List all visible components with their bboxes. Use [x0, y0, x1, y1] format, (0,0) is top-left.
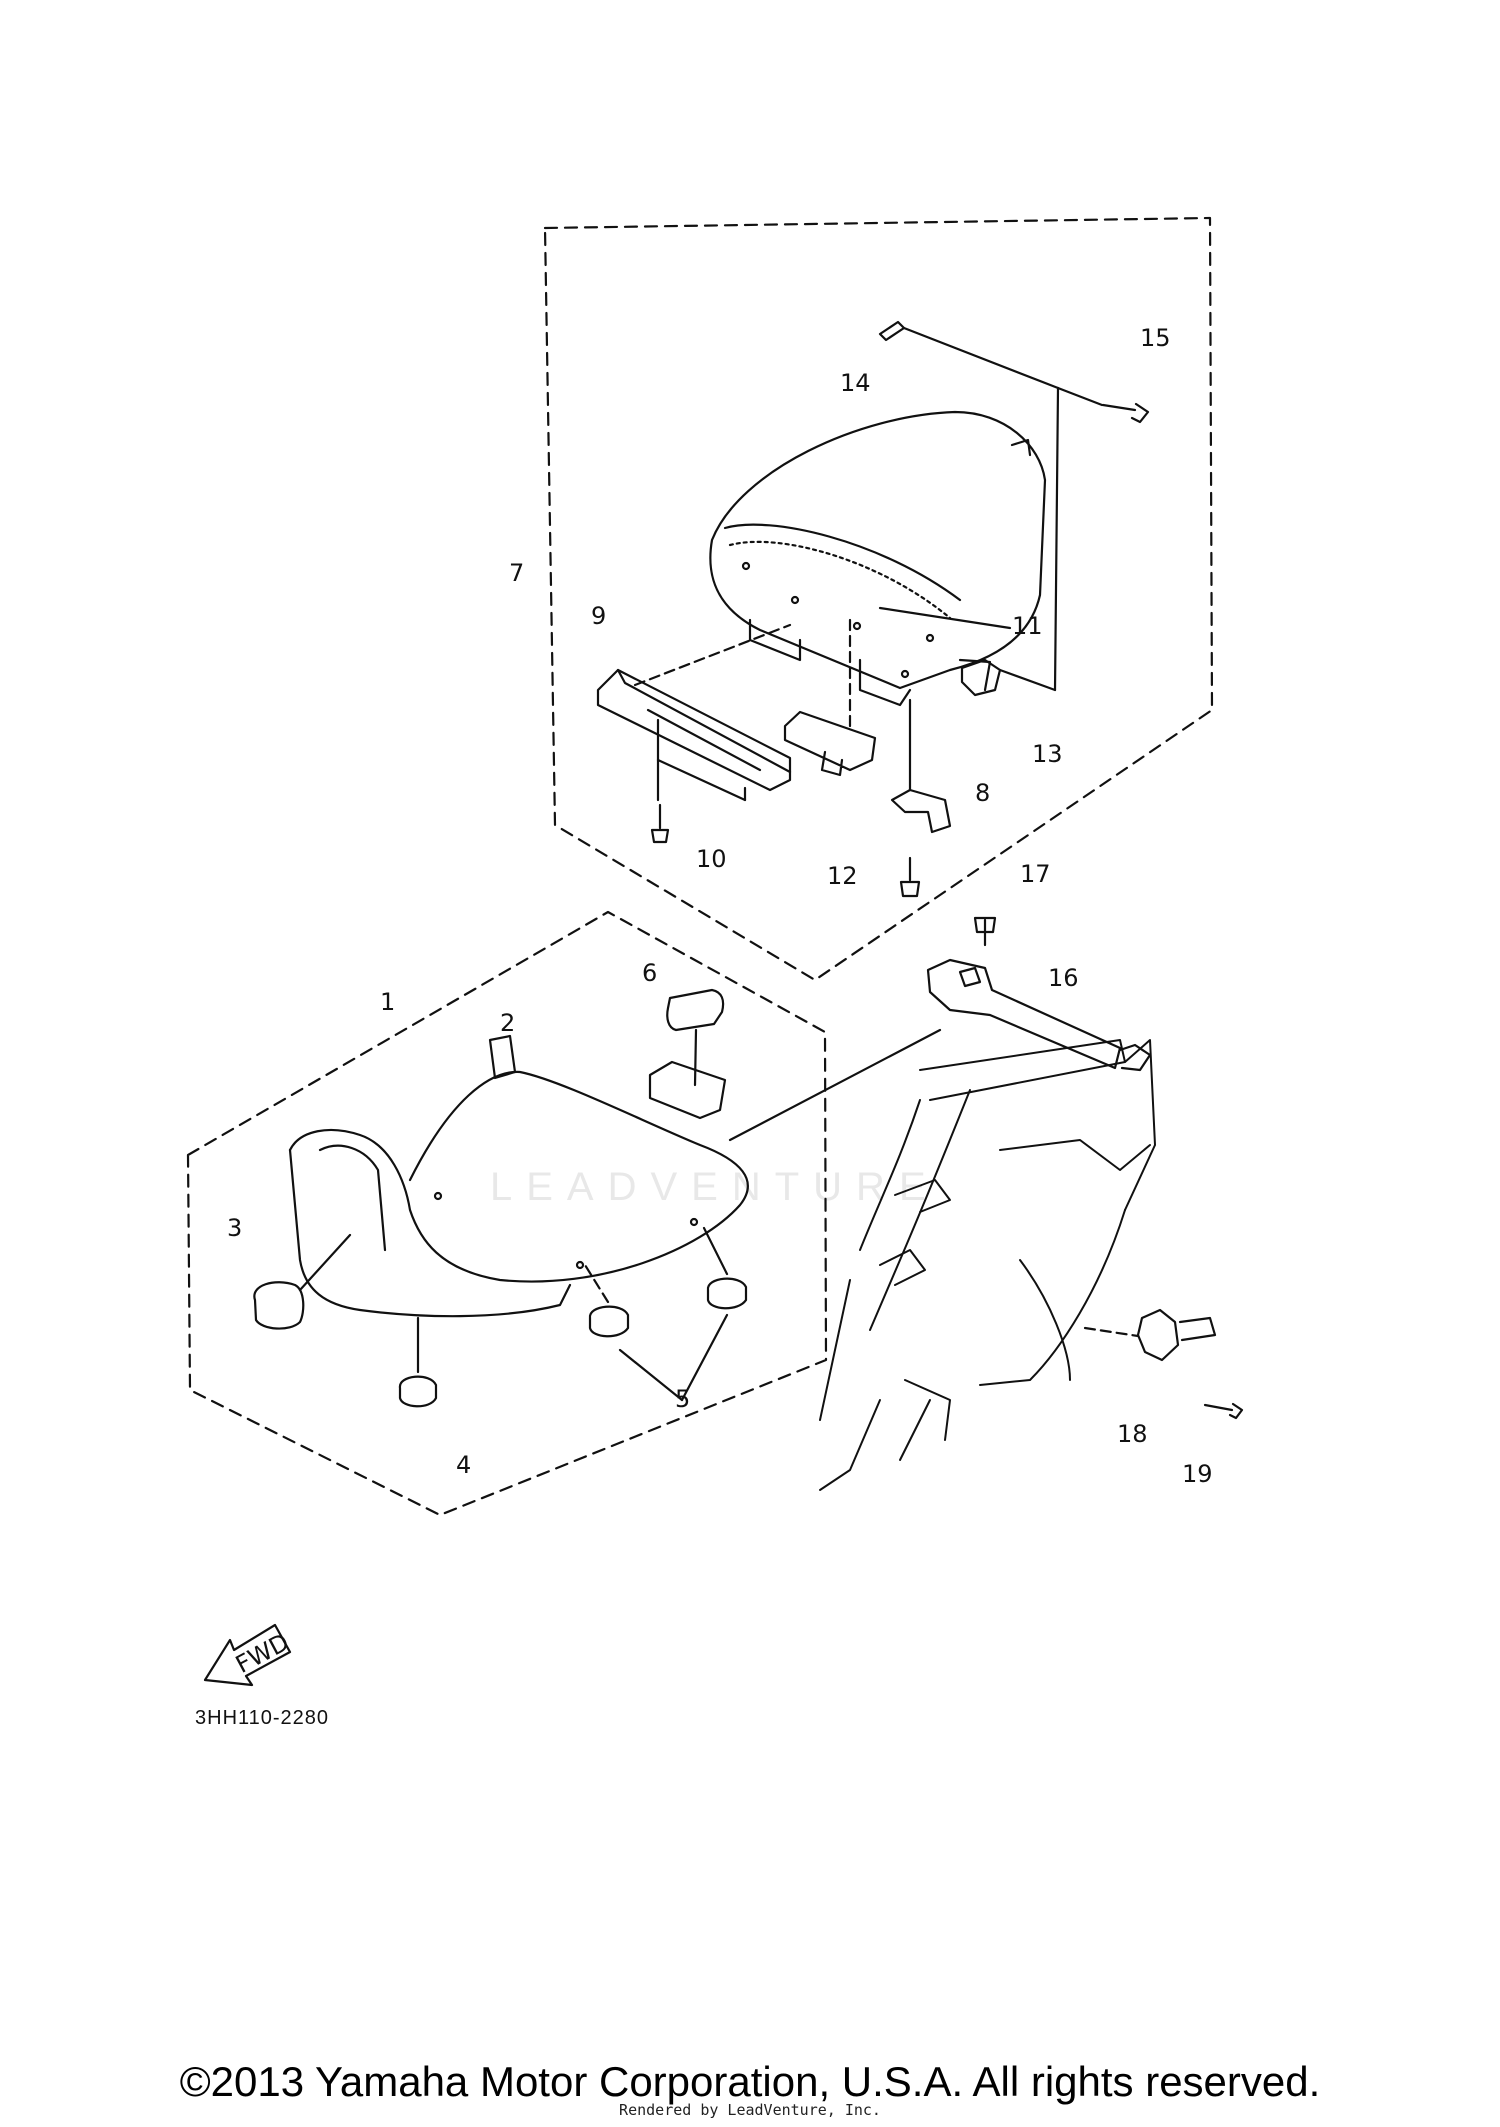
callout-8: 8 [975, 779, 990, 807]
rendered-by-text: Rendered by LeadVenture, Inc. [619, 2101, 881, 2119]
callout-10: 10 [696, 845, 727, 873]
rear-seat-drawing [709, 410, 1047, 707]
bracket-9-drawing [596, 668, 792, 792]
damper-5b-drawing [706, 1277, 748, 1310]
callout-7: 7 [509, 559, 524, 587]
damper-5a-drawing [588, 1305, 630, 1338]
main-seat-group-box [186, 910, 828, 1517]
callout-14: 14 [840, 369, 871, 397]
drawing-code: 3HH110-2280 [195, 1707, 330, 1729]
bracket-13-drawing [960, 658, 1002, 697]
callout-9: 9 [591, 602, 606, 630]
main-seat-drawing [288, 1034, 749, 1318]
bracket-8-drawing [890, 788, 952, 834]
callout-12: 12 [827, 862, 858, 890]
cover-6-drawing [666, 988, 725, 1032]
callout-1: 1 [380, 988, 395, 1016]
callout-16: 16 [1048, 964, 1079, 992]
copyright-text: ©2013 Yamaha Motor Corporation, U.S.A. A… [179, 2058, 1321, 2105]
callout-19: 19 [1182, 1460, 1213, 1488]
callout-11: 11 [1012, 612, 1043, 640]
leader-lines-upper [633, 326, 1104, 802]
bolt-17-drawing [973, 916, 997, 947]
callout-15: 15 [1140, 324, 1171, 352]
screw-10-drawing [650, 803, 670, 844]
callout-6: 6 [642, 959, 657, 987]
callout-3: 3 [227, 1214, 242, 1242]
screw-12-drawing [899, 856, 921, 898]
lock-18-drawing [1136, 1308, 1217, 1362]
callout-4: 4 [456, 1451, 471, 1479]
damper-4-drawing [398, 1375, 438, 1408]
holder-drawing [783, 710, 877, 777]
rear-seat-group-box [543, 216, 1214, 982]
frame-drawing [819, 1039, 1156, 1491]
callout-5: 5 [675, 1385, 690, 1413]
leader-lines-lower [298, 1028, 942, 1402]
callout-18: 18 [1117, 1420, 1148, 1448]
callout-17: 17 [1020, 860, 1051, 888]
lock-bracket-16-drawing [926, 958, 1152, 1072]
screw-15-drawing [1101, 402, 1150, 424]
callout-2: 2 [500, 1009, 515, 1037]
screw-19-drawing [1203, 1402, 1244, 1420]
watermark: LEADVENTURE [490, 1165, 940, 1209]
fwd-arrow-icon [203, 1623, 292, 1687]
pin-14-drawing [878, 320, 906, 342]
callout-13: 13 [1032, 740, 1063, 768]
damper-3-drawing [253, 1281, 305, 1330]
